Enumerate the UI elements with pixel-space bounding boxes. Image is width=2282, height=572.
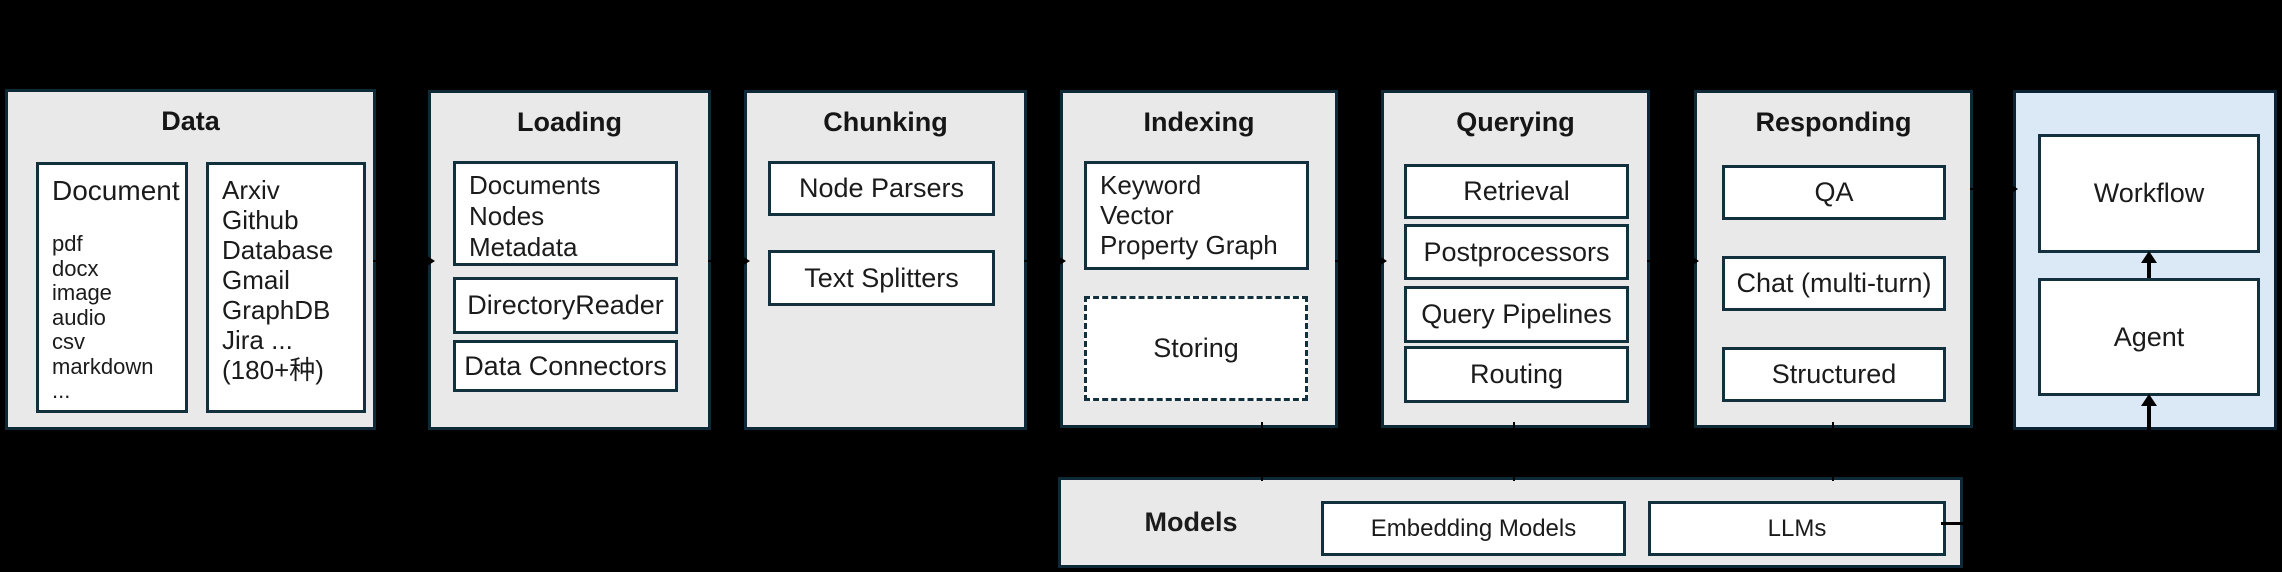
flow-arrow-responding-workflow-icon bbox=[2007, 182, 2018, 196]
text-splitters-box: Text Splitters bbox=[768, 250, 995, 306]
models-bar-title: Models bbox=[1144, 507, 1238, 537]
connector-llms-agent-horizontal bbox=[1941, 522, 2149, 525]
query-pipelines-box: Query Pipelines bbox=[1404, 286, 1629, 343]
index-types-box: Keyword Vector Property Graph bbox=[1084, 161, 1309, 270]
directory-reader-box: DirectoryReader bbox=[453, 277, 678, 334]
list-item: (180+种) bbox=[222, 355, 324, 385]
list-item: Gmail bbox=[222, 265, 290, 295]
list-item: Keyword bbox=[1100, 170, 1202, 200]
structured-box: Structured bbox=[1722, 347, 1946, 402]
panel-data: Data Document pdf docx image audio csv m… bbox=[5, 89, 376, 430]
list-item: Database bbox=[222, 235, 334, 265]
connector-models-responding bbox=[1832, 422, 1834, 481]
retrieval-box: Retrieval bbox=[1404, 164, 1629, 219]
list-item: Property Graph bbox=[1100, 230, 1278, 260]
loading-objects-box: Documents Nodes Metadata bbox=[453, 161, 678, 266]
panel-loading: Loading Documents Nodes Metadata Directo… bbox=[428, 90, 711, 430]
list-item: Nodes bbox=[469, 201, 545, 231]
panel-data-title: Data bbox=[161, 106, 220, 136]
models-bar: Models Embedding Models LLMs bbox=[1058, 477, 1963, 568]
list-item: Metadata bbox=[469, 232, 578, 262]
flow-arrow-loading-chunking-icon bbox=[739, 254, 750, 268]
list-item: csv bbox=[52, 329, 85, 354]
chat-box: Chat (multi-turn) bbox=[1722, 256, 1946, 311]
list-item: markdown bbox=[52, 353, 154, 379]
panel-querying-title: Querying bbox=[1456, 107, 1575, 137]
flow-line-chunking-indexing bbox=[1024, 260, 1056, 262]
embedding-models-box: Embedding Models bbox=[1321, 501, 1626, 556]
index-type-lines: Keyword Vector Property Graph bbox=[1100, 170, 1302, 260]
loading-objects-lines: Documents Nodes Metadata bbox=[469, 170, 671, 263]
panel-indexing-title: Indexing bbox=[1143, 107, 1255, 137]
flow-arrow-data-loading-icon bbox=[424, 254, 435, 268]
panel-agentic: Workflow Agent bbox=[2013, 90, 2277, 433]
list-item: ... bbox=[52, 378, 71, 403]
flow-line-querying-responding bbox=[1647, 260, 1689, 262]
postprocessors-box: Postprocessors bbox=[1404, 224, 1629, 280]
agent-to-workflow-arrow-icon bbox=[2141, 251, 2157, 263]
document-box: Document pdf docx image audio csv markdo… bbox=[36, 162, 188, 413]
panel-chunking: Chunking Node Parsers Text Splitters bbox=[744, 90, 1027, 430]
routing-box: Routing bbox=[1404, 346, 1629, 403]
flow-line-data-loading bbox=[373, 260, 425, 262]
connector-llms-agent-vertical bbox=[2145, 430, 2149, 525]
list-item: docx bbox=[52, 255, 99, 281]
storing-box: Storing bbox=[1084, 296, 1308, 401]
models-to-agent-arrow-icon bbox=[2141, 394, 2157, 406]
document-format-list: pdf docx image audio csv markdown ... bbox=[52, 231, 154, 404]
workflow-box: Workflow bbox=[2038, 134, 2260, 253]
list-item: Jira ... bbox=[222, 325, 293, 355]
data-connectors-box: Data Connectors bbox=[453, 340, 678, 392]
panel-responding-title: Responding bbox=[1755, 107, 1912, 137]
list-item: Github bbox=[222, 205, 299, 235]
data-source-list: Arxiv Github Database Gmail GraphDB Jira… bbox=[222, 175, 333, 385]
list-item: pdf bbox=[52, 231, 83, 256]
qa-box: QA bbox=[1722, 165, 1946, 220]
connector-models-indexing bbox=[1261, 422, 1263, 481]
node-parsers-box: Node Parsers bbox=[768, 161, 995, 216]
flow-line-loading-chunking bbox=[708, 260, 740, 262]
data-sources-box: Arxiv Github Database Gmail GraphDB Jira… bbox=[206, 162, 366, 413]
panel-indexing: Indexing Keyword Vector Property Graph S… bbox=[1060, 90, 1338, 428]
panel-loading-title: Loading bbox=[517, 107, 622, 137]
list-item: image bbox=[52, 280, 112, 305]
flow-arrow-querying-responding-icon bbox=[1688, 254, 1699, 268]
list-item: audio bbox=[52, 304, 106, 330]
flow-arrow-indexing-querying-icon bbox=[1376, 254, 1387, 268]
panel-querying: Querying Retrieval Postprocessors Query … bbox=[1381, 90, 1650, 428]
flow-arrow-chunking-indexing-icon bbox=[1055, 254, 1066, 268]
models-to-agent-arrow-shaft bbox=[2147, 406, 2151, 433]
llms-box: LLMs bbox=[1648, 501, 1946, 556]
flow-line-indexing-querying bbox=[1335, 260, 1377, 262]
list-item: Vector bbox=[1100, 200, 1174, 230]
connector-models-querying bbox=[1513, 422, 1515, 481]
agent-to-workflow-arrow-shaft bbox=[2147, 263, 2151, 278]
agent-box: Agent bbox=[2038, 278, 2260, 396]
panel-chunking-title: Chunking bbox=[823, 107, 948, 137]
list-item: Documents bbox=[469, 170, 601, 200]
list-item: GraphDB bbox=[222, 295, 331, 325]
document-box-heading: Document bbox=[52, 175, 180, 206]
list-item: Arxiv bbox=[222, 175, 280, 205]
flow-line-responding-workflow bbox=[1970, 188, 2008, 190]
panel-responding: Responding QA Chat (multi-turn) Structur… bbox=[1694, 90, 1973, 428]
